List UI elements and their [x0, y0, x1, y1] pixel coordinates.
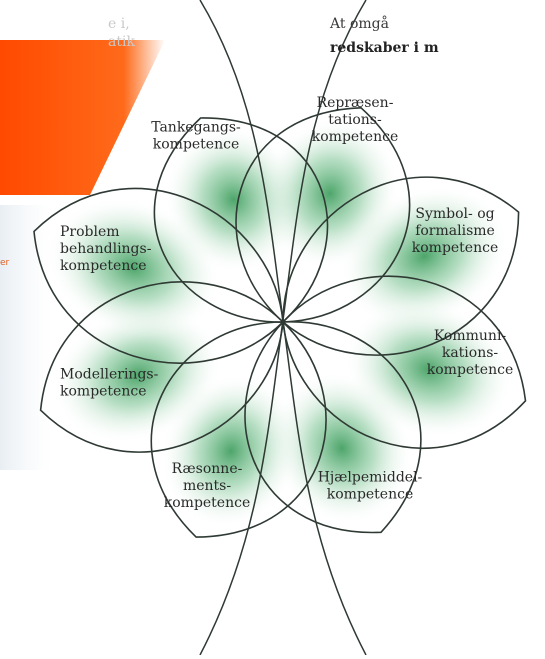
petal-hjaelpemiddel — [244, 321, 422, 534]
petal-label-line: Hjælpemiddel- — [318, 470, 423, 486]
petal-label-line: kompetence — [60, 384, 147, 400]
crossing-lines — [199, 0, 367, 656]
petal-label-line: Kommuni- — [434, 328, 507, 344]
petal-label-raesonnements: Ræsonne-ments-kompetence — [164, 461, 251, 511]
header-left-bottom: atik — [108, 34, 135, 50]
petal-tankegangs — [153, 117, 329, 323]
petal-modellerings — [39, 281, 284, 453]
petal-glow-hjaelpemiddel — [270, 370, 413, 526]
petal-label-line: kompetence — [164, 495, 251, 511]
side-panel — [0, 205, 52, 470]
header-right-bottom-text: redskaber i m — [330, 40, 439, 56]
petal-label-repraesentations: Repræsen-tations-kompetence — [312, 95, 399, 145]
petal-outlines — [33, 106, 527, 538]
petal-label-line: tations- — [328, 112, 382, 128]
petal-label-line: kations- — [442, 345, 499, 361]
side-fragment: er — [0, 258, 10, 268]
petal-label-line: ments- — [183, 478, 231, 494]
header-right-top: At omgå — [330, 16, 389, 32]
petal-label-line: Problem — [60, 224, 120, 240]
petal-glow-problem — [45, 196, 222, 339]
petal-problem — [33, 187, 284, 364]
petal-glow-modellerings — [52, 306, 223, 444]
petal-label-line: kompetence — [153, 137, 240, 153]
petal-label-line: kompetence — [427, 362, 514, 378]
petal-label-hjaelpemiddel: Hjælpemiddel-kompetence — [318, 470, 423, 503]
petal-label-line: Modellerings- — [60, 367, 159, 383]
petal-label-line: kompetence — [60, 258, 147, 274]
petal-labels: Tankegangs-kompetenceRepræsen-tations-ko… — [60, 95, 513, 511]
petal-label-modellerings: Modellerings-kompetence — [60, 367, 159, 400]
petal-repraesentations — [235, 106, 411, 323]
petal-raesonnements — [150, 321, 327, 538]
petal-label-line: formalisme — [415, 223, 495, 239]
petal-kommunikations — [282, 275, 527, 449]
header-left-top: e i, — [108, 16, 130, 32]
petal-label-line: kompetence — [412, 240, 499, 256]
petal-glow-symbol — [339, 184, 510, 328]
petal-label-line: Repræsen- — [317, 95, 394, 111]
petal-label-line: Tankegangs- — [151, 120, 241, 136]
petal-label-line: behandlings- — [60, 241, 152, 257]
petal-label-line: kompetence — [312, 129, 399, 145]
orange-banner — [0, 40, 165, 195]
petal-symbol — [282, 176, 520, 356]
petal-glows — [45, 116, 514, 529]
petal-label-kommunikations: Kommuni-kations-kompetence — [427, 328, 514, 378]
petal-label-tankegangs: Tankegangs-kompetence — [151, 120, 241, 153]
petal-label-line: Ræsonne- — [172, 461, 243, 477]
petal-label-line: kompetence — [327, 487, 414, 503]
header-right-bottom: redskaber i m — [330, 40, 439, 56]
petal-label-line: Symbol- og — [415, 206, 494, 222]
